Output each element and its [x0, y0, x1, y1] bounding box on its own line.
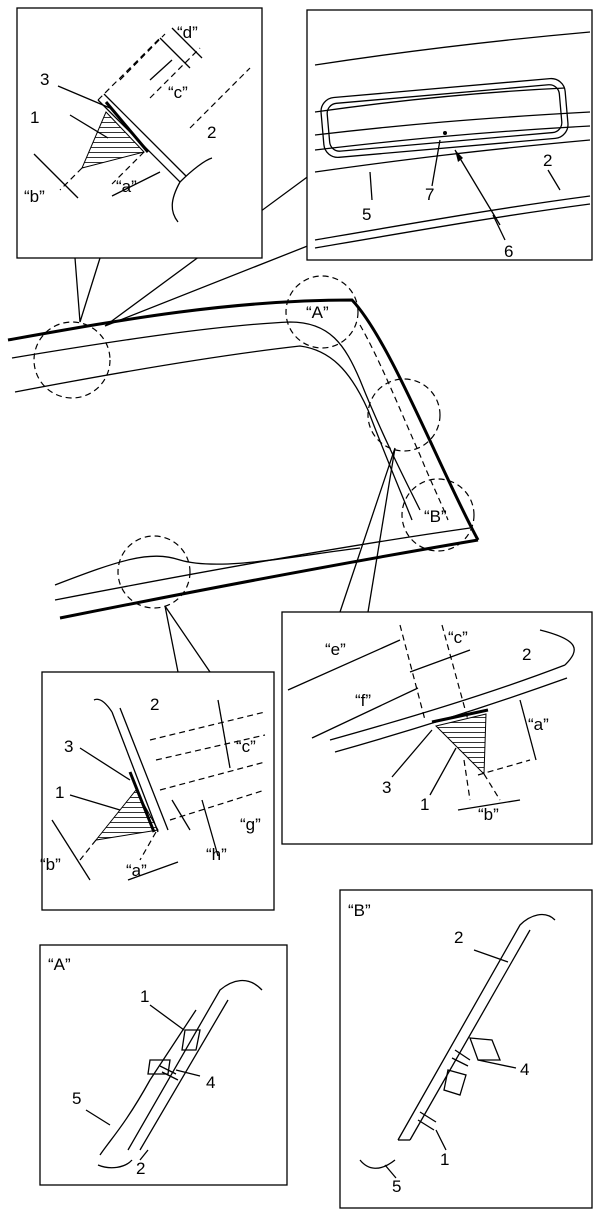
- tr-label-5: 5: [362, 205, 371, 224]
- b-label-4: 4: [520, 1060, 529, 1079]
- tr-label-2: 2: [543, 151, 552, 170]
- ml-label-2: 2: [150, 695, 159, 714]
- b-label-1: 1: [440, 1150, 449, 1169]
- b-box-title: “B”: [348, 901, 371, 920]
- detail-box-mid-left: 2 “c” 3 1 “g” “h” “b” “a”: [40, 671, 275, 911]
- mr-label-1: 1: [420, 795, 429, 814]
- tl-label-d: “d”: [177, 23, 198, 42]
- tr-label-6: 6: [504, 242, 513, 261]
- a-label-2: 2: [136, 1159, 145, 1178]
- a-box-title: “A”: [48, 955, 71, 974]
- callout-label-a: “A”: [306, 303, 329, 322]
- detail-box-b: “B” 2 4 1 5: [339, 889, 593, 1209]
- a-label-5: 5: [72, 1089, 81, 1108]
- ml-label-3: 3: [64, 737, 73, 756]
- b-label-2: 2: [454, 928, 463, 947]
- tl-label-b: “b”: [24, 187, 45, 206]
- mr-label-a: “a”: [528, 715, 549, 734]
- callout-circle-b: [401, 478, 475, 552]
- ml-label-g: “g”: [240, 815, 261, 834]
- b-label-5: 5: [392, 1177, 401, 1196]
- callout-circle-left: [33, 321, 111, 399]
- ml-label-1: 1: [55, 783, 64, 802]
- ml-label-c: “c”: [236, 737, 256, 756]
- callout-circle-right-mid: [367, 378, 441, 452]
- ml-label-h: “h”: [206, 845, 227, 864]
- tl-label-2: 2: [207, 123, 216, 142]
- ml-label-b: “b”: [40, 855, 61, 874]
- tl-label-c: “c”: [168, 83, 188, 102]
- detail-box-mid-right: “e” “f” “c” 2 “a” 3 1 “b”: [281, 611, 593, 845]
- detail-box-top-right: 5 7 6 2: [306, 9, 593, 261]
- mr-label-c: “c”: [448, 628, 468, 647]
- mr-label-f: “f”: [355, 691, 371, 710]
- ml-label-a: “a”: [126, 861, 147, 880]
- mr-label-b: “b”: [478, 805, 499, 824]
- tl-label-a: “a”: [116, 177, 137, 196]
- tr-label-7: 7: [425, 185, 434, 204]
- tl-label-1: 1: [30, 108, 39, 127]
- main-window-outline: [7, 298, 480, 620]
- callout-circle-a: [285, 275, 359, 349]
- callout-label-b: “B”: [424, 507, 447, 526]
- detail-box-a: “A” 1 4 5 2: [39, 944, 288, 1186]
- a-label-4: 4: [206, 1073, 215, 1092]
- mr-label-3: 3: [382, 778, 391, 797]
- detail-box-top-left: 3 1 2 “d” “c” “b” “a”: [16, 7, 263, 259]
- mr-label-2: 2: [522, 645, 531, 664]
- a-label-1: 1: [140, 987, 149, 1006]
- tl-label-3: 3: [40, 70, 49, 89]
- mr-label-e: “e”: [325, 640, 346, 659]
- callout-circle-bottom: [117, 535, 191, 609]
